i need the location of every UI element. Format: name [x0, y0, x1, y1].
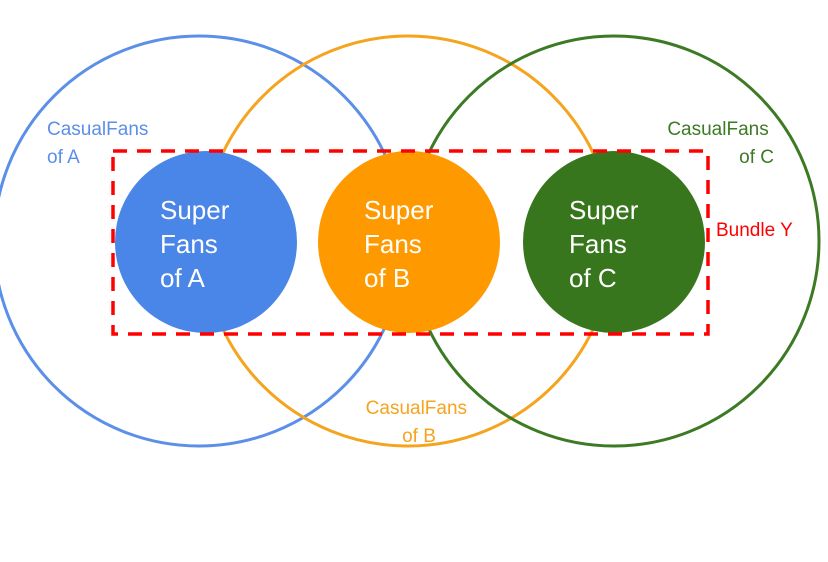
super-fans-c-line2: Fans [569, 229, 627, 259]
super-fans-c-circle [523, 151, 705, 333]
casual-fans-c-line1: CasualFans [667, 119, 768, 140]
bundle-y-box [111, 149, 710, 336]
casual-fans-a-label: CasualFans of A [47, 119, 154, 168]
super-fans-a-label: Super Fans of A [160, 195, 237, 293]
casual-fans-a-line1: CasualFans [47, 119, 148, 140]
super-fans-a-line3: of A [160, 263, 205, 293]
super-fans-b-label: Super Fans of B [364, 195, 441, 293]
super-fans-b-line3: of B [364, 263, 410, 293]
super-fans-a-line1: Super [160, 195, 230, 225]
casual-fans-c-label: CasualFans of C [667, 119, 774, 168]
super-fans-b-circle [318, 151, 500, 333]
casual-fans-b-label: CasualFans of B [366, 398, 473, 447]
super-fans-a-circle [115, 151, 297, 333]
casual-fans-c-line2: of C [739, 147, 774, 168]
bundle-y-label: Bundle Y [716, 220, 793, 241]
super-fans-a-line2: Fans [160, 229, 218, 259]
super-fans-b-line2: Fans [364, 229, 422, 259]
super-fans-b-line1: Super [364, 195, 434, 225]
casual-fans-a-line2: of A [47, 147, 80, 168]
super-fans-c-line3: of C [569, 263, 617, 293]
casual-fans-b-line1: CasualFans [366, 398, 467, 419]
super-fans-c-line1: Super [569, 195, 639, 225]
super-fans-c-label: Super Fans of C [569, 195, 646, 293]
casual-fans-b-line2: of B [402, 426, 436, 447]
